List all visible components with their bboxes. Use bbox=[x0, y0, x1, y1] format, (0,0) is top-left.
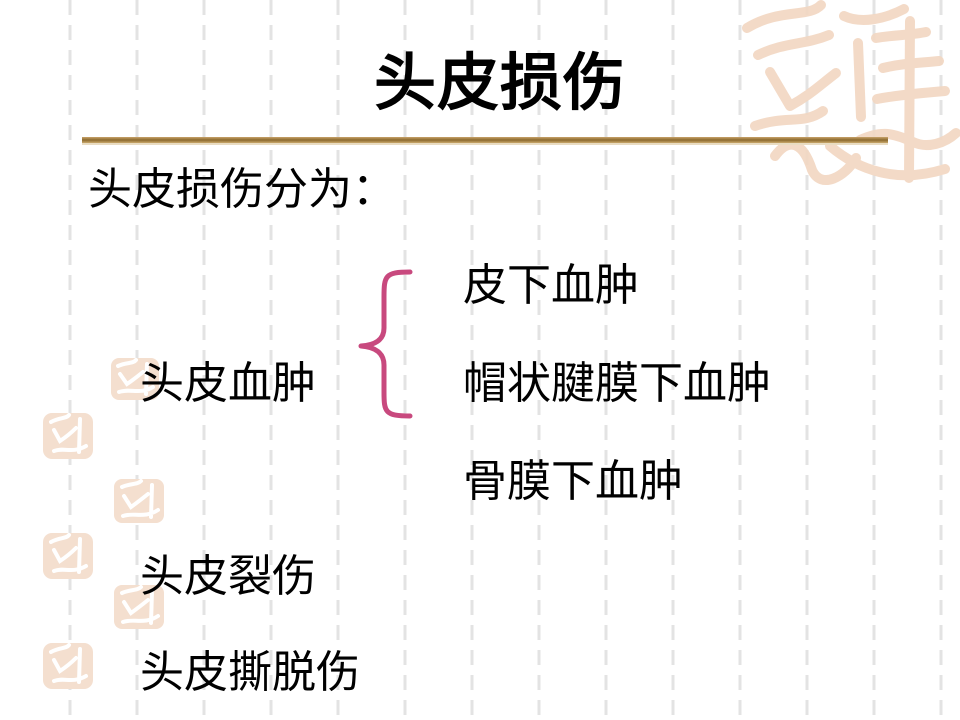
category-scalp-laceration: 头皮裂伤 bbox=[140, 551, 316, 602]
decorative-seal-icon bbox=[43, 413, 93, 459]
intro-text: 头皮损伤分为： bbox=[88, 164, 396, 215]
calligraphy-watermark-icon bbox=[742, 0, 960, 185]
curly-brace-icon bbox=[358, 269, 413, 419]
decorative-seal-icon bbox=[114, 479, 164, 523]
decorative-seal-icon bbox=[114, 585, 164, 629]
subtype-subperiosteal-hematoma: 骨膜下血肿 bbox=[463, 456, 683, 507]
subtype-subgaleal-hematoma: 帽状腱膜下血肿 bbox=[463, 358, 771, 409]
category-scalp-hematoma: 头皮血肿 bbox=[140, 358, 316, 409]
decorative-seal-icon bbox=[43, 643, 93, 689]
decorative-seal-icon bbox=[43, 533, 93, 579]
slide-title: 头皮损伤 bbox=[373, 46, 626, 119]
decorative-seal-icon bbox=[111, 358, 159, 400]
title-underline bbox=[82, 137, 888, 143]
subtype-subcutaneous-hematoma: 皮下血肿 bbox=[463, 260, 639, 311]
title-underline-shadow bbox=[82, 143, 888, 145]
category-scalp-avulsion: 头皮撕脱伤 bbox=[140, 647, 360, 698]
